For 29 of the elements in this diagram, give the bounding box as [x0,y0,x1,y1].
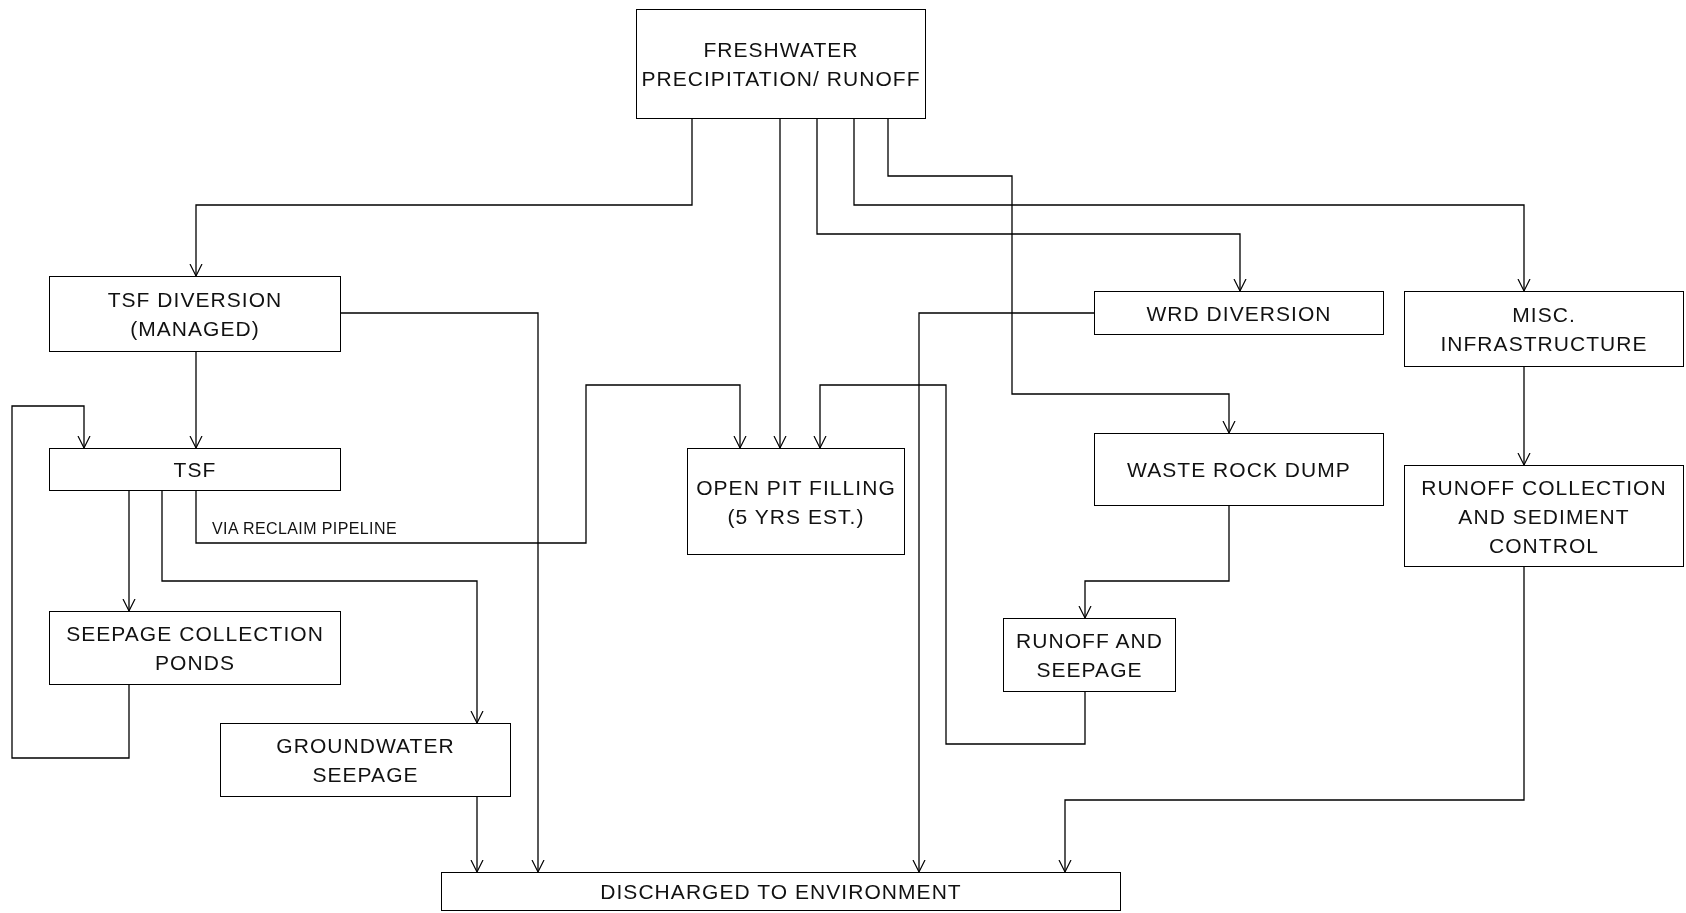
arrow [161,490,484,724]
arrow [1078,505,1230,619]
process-box: MISC. INFRASTRUCTURE [1404,291,1684,367]
arrow [816,118,1247,292]
process-box: SEEPAGE COLLECTION PONDS [49,611,341,685]
arrow [340,312,545,873]
arrow [189,118,693,277]
process-box: RUNOFF AND SEEPAGE [1003,618,1176,692]
arrow [195,384,747,544]
arrow [813,384,1086,745]
arrow [773,118,787,449]
arrow [912,312,1095,873]
arrow [1058,566,1525,873]
process-box: TSF [49,448,341,491]
process-box: RUNOFF COLLECTION AND SEDIMENT CONTROL [1404,465,1684,567]
arrow [122,490,136,612]
process-box: FRESHWATER PRECIPITATION/ RUNOFF [636,9,926,119]
process-box: WASTE ROCK DUMP [1094,433,1384,506]
arrow [1517,366,1531,466]
process-box: WRD DIVERSION [1094,291,1384,335]
arrow [11,405,130,759]
process-box: OPEN PIT FILLING (5 YRS EST.) [687,448,905,555]
process-box: DISCHARGED TO ENVIRONMENT [441,872,1121,911]
arrow [189,351,203,449]
arrow [887,118,1236,434]
arrow [470,796,484,873]
process-box: TSF DIVERSION (MANAGED) [49,276,341,352]
process-box: GROUNDWATER SEEPAGE [220,723,511,797]
arrow [853,118,1531,292]
